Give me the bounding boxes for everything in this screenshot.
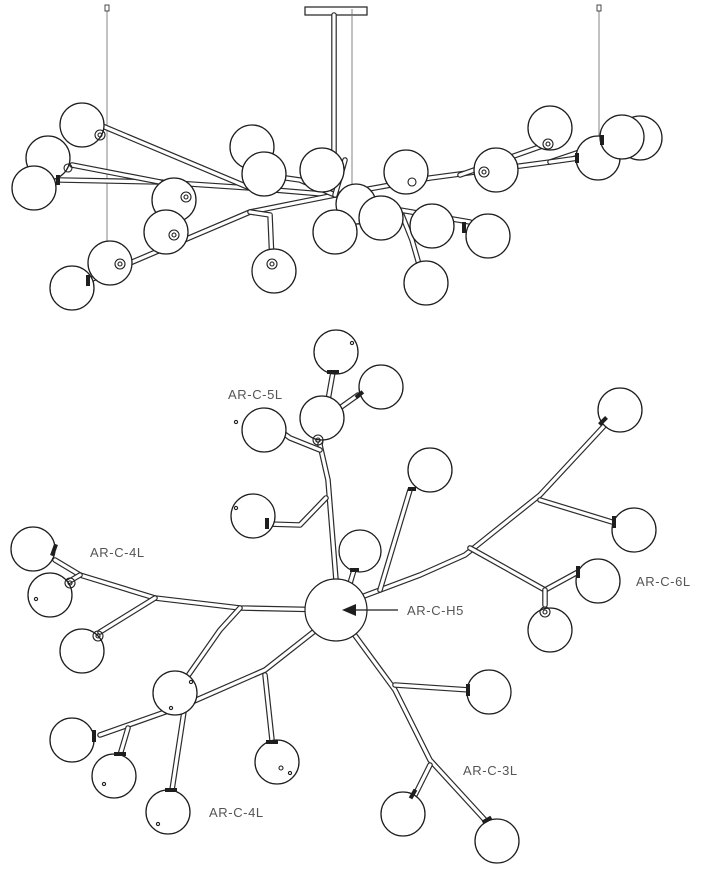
label-arm-5l: AR-C-5L	[228, 387, 283, 402]
globe	[409, 203, 455, 249]
globe	[11, 165, 57, 211]
globe	[474, 818, 520, 864]
label-arm-4l-top: AR-C-4L	[90, 545, 145, 560]
label-arm-6l: AR-C-6L	[636, 574, 691, 589]
globe	[403, 260, 449, 306]
plan-sockets	[50, 370, 616, 825]
label-arm-3l: AR-C-3L	[463, 763, 518, 778]
globe	[49, 265, 95, 311]
hub-arrowhead	[342, 604, 356, 616]
elevation-globes	[11, 102, 663, 311]
globe	[313, 329, 359, 375]
wire-anchor-right	[596, 4, 602, 12]
globe	[466, 669, 512, 715]
elevation-sockets	[63, 129, 554, 270]
globe	[599, 114, 645, 160]
globe	[380, 791, 426, 837]
plan-globes	[10, 329, 657, 864]
globe	[145, 789, 191, 835]
wire-anchor-left	[104, 4, 110, 12]
elevation-caps	[56, 135, 604, 286]
globe	[358, 195, 404, 241]
globe	[143, 209, 189, 255]
globe	[87, 240, 133, 286]
globe	[358, 364, 404, 410]
globe	[312, 209, 358, 255]
globe	[611, 507, 657, 553]
globe	[527, 105, 573, 151]
label-arm-4l-bottom: AR-C-4L	[209, 805, 264, 820]
globe	[597, 387, 643, 433]
globe	[383, 149, 429, 195]
globe	[59, 102, 105, 148]
globe	[241, 407, 287, 453]
globe	[251, 248, 297, 294]
globe	[299, 147, 345, 193]
globe	[575, 558, 621, 604]
globe	[407, 447, 453, 493]
globe	[27, 572, 73, 618]
globe	[299, 395, 345, 441]
plan-view	[10, 329, 657, 864]
globe	[10, 526, 56, 572]
globe	[152, 670, 198, 716]
globe	[91, 753, 137, 799]
label-hub: AR-C-H5	[407, 603, 464, 618]
globe	[254, 739, 300, 785]
globe	[59, 628, 105, 674]
globe-highlights	[33, 340, 355, 827]
globe	[338, 529, 382, 573]
globe	[465, 213, 511, 259]
globe	[230, 493, 276, 539]
elevation-view	[11, 4, 663, 311]
globe	[473, 147, 519, 193]
globe	[49, 717, 95, 763]
globe	[527, 607, 573, 653]
part-labels: AR-C-5L AR-C-4L AR-C-6L AR-C-H5 AR-C-3L …	[90, 387, 691, 820]
globe	[241, 151, 287, 197]
